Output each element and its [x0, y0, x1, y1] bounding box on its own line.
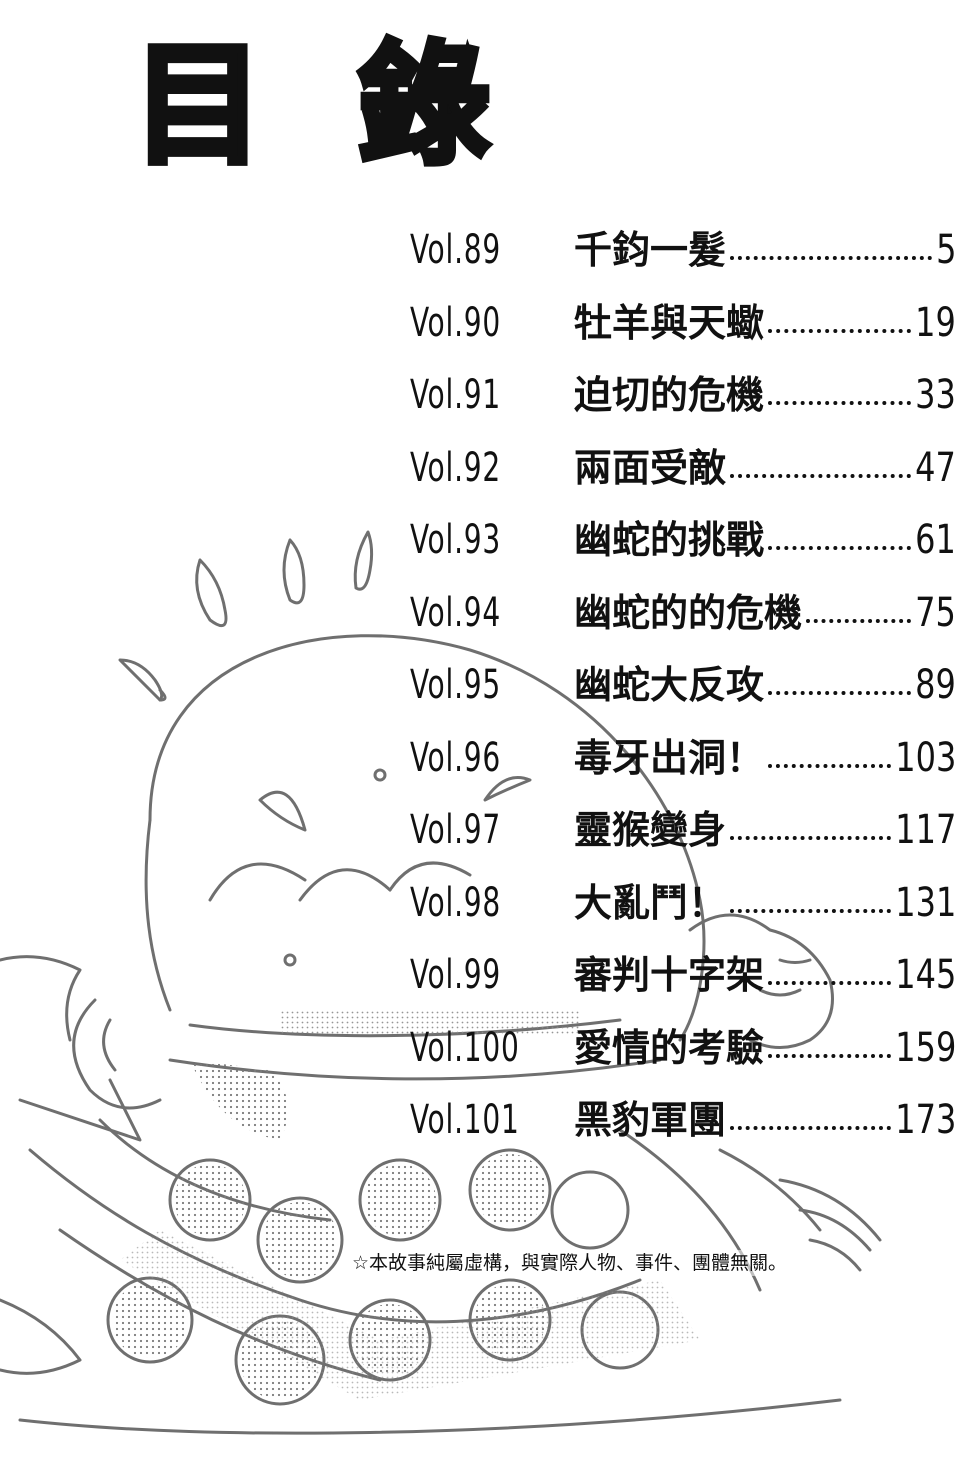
- chapter-title: 幽蛇的挑戰: [574, 518, 765, 562]
- chapter-title: 幽蛇的的危機: [574, 590, 803, 635]
- chapter-title: 千鈞一髮: [574, 228, 727, 272]
- page-number: 131: [894, 879, 956, 926]
- toc-row: Vol.90 牡羊與天蠍 19: [0, 293, 980, 353]
- toc-row: Vol.89 千鈞一髮 5: [0, 220, 980, 280]
- chapter-title: 黑豹軍團: [574, 1098, 727, 1142]
- toc-row: Vol.101 黑豹軍團 173: [0, 1090, 980, 1150]
- dot-leader: [768, 546, 912, 550]
- chapter-title: 大亂鬥！: [574, 880, 727, 925]
- page-number: 33: [915, 372, 956, 418]
- dot-leader: [768, 763, 891, 768]
- dot-leader: [730, 256, 932, 260]
- page-number: 47: [915, 444, 956, 491]
- vol-label: Vol.95: [410, 662, 502, 708]
- page-number: 75: [915, 589, 956, 636]
- toc-row: Vol.92 兩面受敵 47: [0, 438, 980, 498]
- page-number: 89: [915, 662, 956, 708]
- toc-row: Vol.97 靈猴變身 117: [0, 800, 980, 860]
- dot-leader: [768, 691, 912, 695]
- toc-row: Vol.99 審判十字架 145: [0, 945, 980, 1005]
- dot-leader: [768, 1053, 891, 1058]
- dot-leader: [730, 908, 891, 913]
- vol-label: Vol.94: [410, 589, 502, 636]
- page-number: 103: [894, 734, 956, 781]
- chapter-title: 迫切的危機: [574, 373, 765, 417]
- vol-label: Vol.98: [410, 879, 502, 926]
- vol-label: Vol.89: [410, 227, 502, 273]
- dot-leader: [730, 1126, 891, 1130]
- page-number: 159: [894, 1024, 956, 1071]
- page-number: 145: [894, 952, 956, 998]
- vol-label: Vol.100: [410, 1024, 520, 1071]
- chapter-title: 兩面受敵: [574, 445, 727, 490]
- vol-label: Vol.90: [410, 299, 502, 346]
- dot-leader: [730, 473, 912, 478]
- title-char-2: 錄: [355, 29, 493, 183]
- toc-row: Vol.93 幽蛇的挑戰 61: [0, 510, 980, 570]
- dot-leader: [768, 981, 891, 985]
- page-number: 61: [915, 517, 956, 563]
- vol-label: Vol.101: [410, 1097, 520, 1143]
- toc-row: Vol.96 毒牙出洞！ 103: [0, 728, 980, 788]
- toc-row: Vol.98 大亂鬥！ 131: [0, 873, 980, 933]
- page-number: 173: [894, 1097, 956, 1143]
- chapter-title: 毒牙出洞！: [574, 735, 765, 780]
- chapter-title: 愛情的考驗: [574, 1025, 765, 1070]
- dot-leader: [768, 328, 912, 333]
- vol-label: Vol.97: [410, 807, 502, 853]
- toc-row: Vol.94 幽蛇的的危機 75: [0, 583, 980, 643]
- chapter-title: 審判十字架: [574, 953, 765, 997]
- vol-label: Vol.91: [410, 372, 502, 418]
- toc-row: Vol.91 迫切的危機 33: [0, 365, 980, 425]
- chapter-title: 靈猴變身: [574, 808, 727, 852]
- vol-label: Vol.93: [410, 517, 502, 563]
- page-number: 117: [894, 807, 956, 853]
- chapter-title: 牡羊與天蠍: [574, 300, 765, 345]
- title-char-1: 目: [129, 29, 267, 183]
- vol-label: Vol.92: [410, 444, 502, 491]
- toc-row: Vol.95 幽蛇大反攻 89: [0, 655, 980, 715]
- page-number: 19: [915, 299, 956, 346]
- vol-label: Vol.99: [410, 952, 502, 998]
- chapter-title: 幽蛇大反攻: [574, 663, 765, 707]
- toc-row: Vol.100 愛情的考驗 159: [0, 1018, 980, 1078]
- dot-leader: [806, 618, 912, 623]
- disclaimer-text: ☆本故事純屬虛構，與實際人物、事件、團體無關。: [352, 1250, 788, 1276]
- vol-label: Vol.96: [410, 734, 502, 781]
- dot-leader: [730, 836, 891, 840]
- dot-leader: [768, 401, 912, 405]
- page-number: 5: [935, 227, 956, 273]
